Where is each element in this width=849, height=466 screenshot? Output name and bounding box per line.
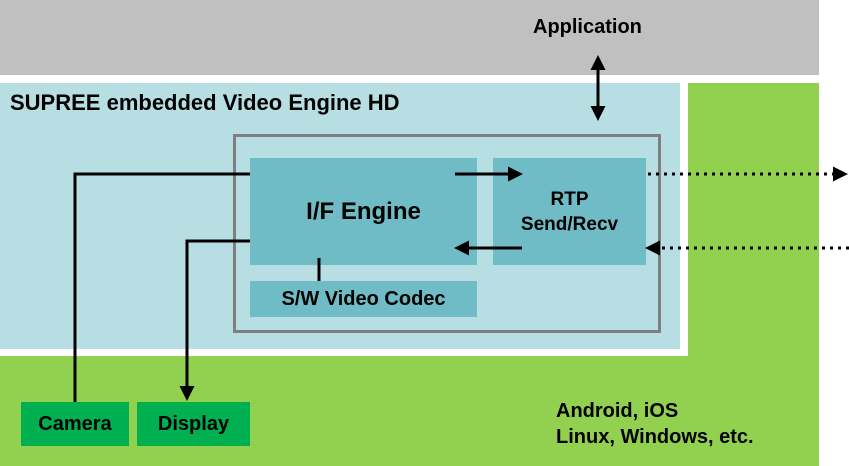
if-engine-box: I/F Engine	[250, 158, 477, 265]
application-label: Application	[533, 16, 642, 38]
camera-box: Camera	[21, 402, 129, 446]
display-connector	[179, 239, 250, 401]
platform-line-1: Android, iOS	[556, 400, 679, 422]
display-box: Display	[137, 402, 250, 446]
sw-video-codec-box: S/W Video Codec	[250, 281, 477, 317]
engine-title: SUPREE embedded Video Engine HD	[10, 90, 400, 115]
module-frame	[233, 134, 661, 333]
camera-connector	[73, 172, 250, 402]
send-recv-label: Send/Recv	[520, 213, 619, 235]
platform-layer-bottom	[0, 356, 819, 466]
platform-line-2: Linux, Windows, etc.	[556, 426, 754, 448]
rtp-label: RTP	[550, 188, 589, 210]
application-layer	[0, 0, 819, 75]
